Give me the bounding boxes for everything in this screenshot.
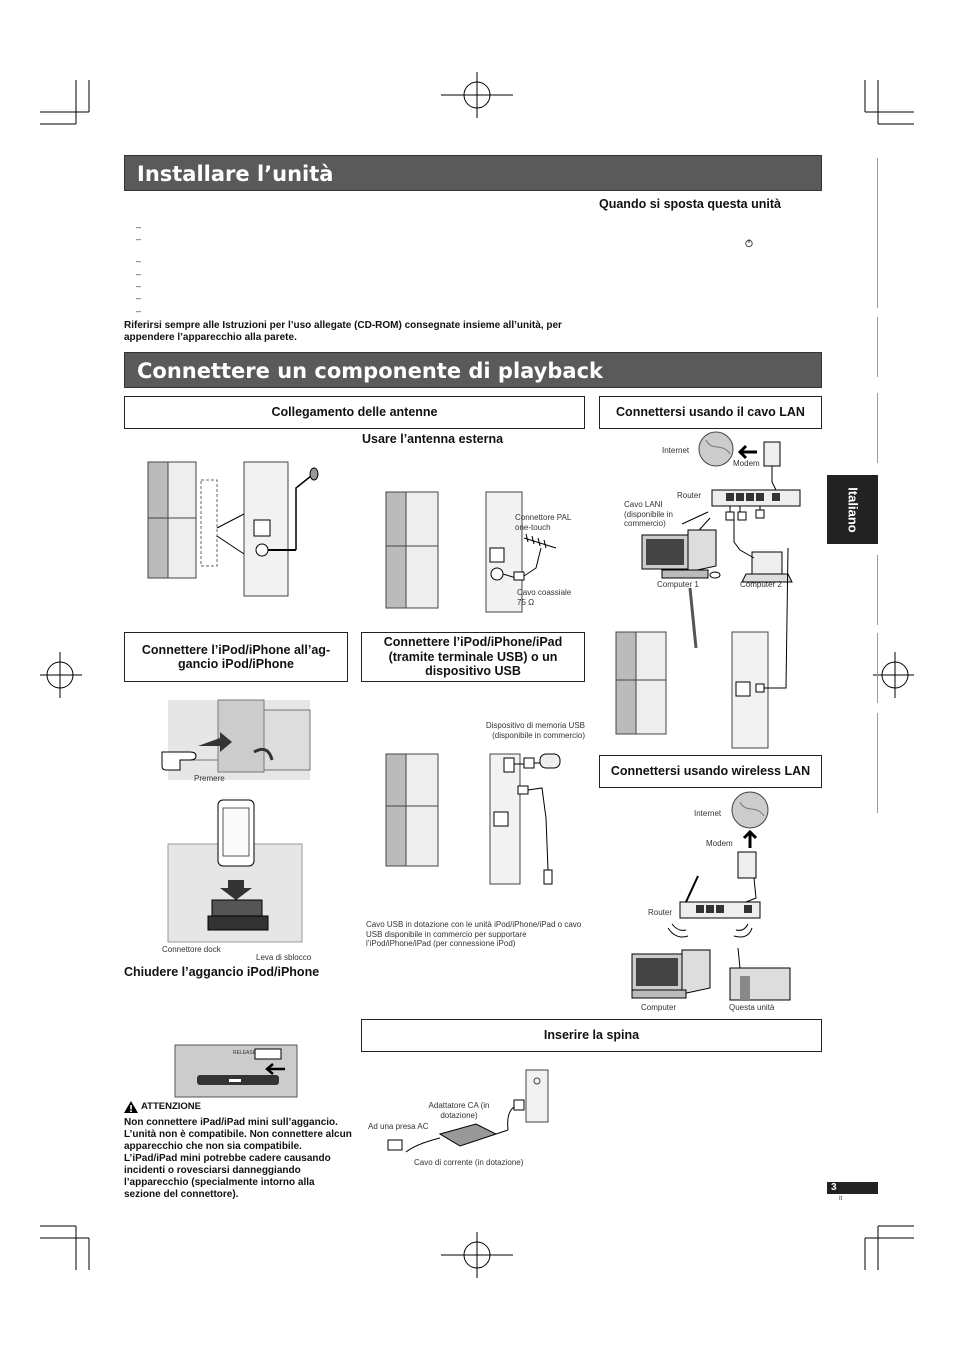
antenna-illustration — [147, 461, 319, 597]
ac-adapter-label: Adattatore CA (in dotazione) — [428, 1101, 490, 1120]
pal-antenna-illustration — [385, 491, 557, 613]
edge-line — [877, 158, 878, 308]
modem-label-wireless: Modem — [706, 839, 733, 848]
edge-line — [877, 633, 878, 703]
edge-line — [877, 393, 878, 463]
power-cord-label: Cavo di corrente (in dotazione) — [414, 1158, 524, 1167]
page-lang: It — [839, 1196, 843, 1202]
bullet: – — [136, 269, 142, 279]
internet-label-wireless: Internet — [694, 809, 722, 818]
lan-box: Connettersi usando il cavo LAN — [599, 396, 822, 429]
plug-box: Inserire la spina — [361, 1019, 822, 1052]
release-label: RELEASE — [233, 1050, 257, 1056]
dock-connector-label: Connettore dock — [162, 945, 221, 954]
edge-line — [877, 713, 878, 813]
bullet: – — [136, 281, 142, 291]
wireless-box: Connettersi usando wireless LAN — [599, 755, 822, 788]
press-label: Premere — [194, 774, 225, 783]
caution-text: Non connettere iPad/iPad mini sull’aggan… — [124, 1117, 352, 1200]
lan-cable-label: Cavo LANI (disponibile in commercio) — [624, 500, 673, 529]
power-illustration — [387, 1069, 549, 1153]
lan-diagram — [641, 431, 801, 583]
this-unit-label: Questa unità — [729, 1003, 775, 1012]
antenna-box: Collegamento delle antenne — [124, 396, 585, 429]
computer2-label: Computer 2 — [740, 580, 782, 589]
computer1-label: Computer 1 — [657, 580, 699, 589]
dock-phone-illustration — [167, 799, 303, 943]
bullet: – — [136, 256, 142, 266]
internet-label: Internet — [662, 446, 690, 455]
usb-box: Connettere l’iPod/iPhone/iPad (tramite t… — [361, 632, 585, 682]
external-antenna-heading: Usare l’antenna esterna — [362, 432, 504, 446]
hand-pointer-icon — [161, 751, 197, 771]
standby-icon — [745, 239, 753, 248]
pal-connector-label: Connettore PAL one-touch — [515, 513, 572, 532]
edge-line — [877, 555, 878, 625]
bullet: – — [136, 293, 142, 303]
bullet: – — [136, 222, 142, 232]
usb-illustration — [385, 753, 561, 885]
section-title-connect: Connettere un componente di playback — [124, 352, 822, 388]
modem-label: Modem — [733, 459, 760, 468]
bullet: – — [136, 306, 142, 316]
usb-memory-label: Dispositivo di memoria USB (disponibile … — [485, 721, 585, 740]
router-label: Router — [677, 491, 702, 500]
ipod-dock-box: Connettere l’iPod/iPhone all’ag-gancio i… — [124, 632, 348, 682]
coax-cable-label: Cavo coassiale 75 Ω — [517, 588, 572, 607]
moving-heading: Quando si sposta questa unità — [599, 197, 781, 211]
section-title-install: Installare l’unità — [124, 155, 822, 191]
ac-outlet-label: Ad una presa AC — [368, 1122, 429, 1131]
language-tab: Italiano — [827, 475, 878, 544]
wall-mount-note: Riferirsi sempre alle Istruzioni per l’u… — [124, 320, 562, 343]
router-label-wireless: Router — [648, 908, 673, 917]
edge-line — [877, 317, 878, 377]
press-dock-illustration — [168, 699, 311, 780]
page-number: 3 — [827, 1182, 878, 1194]
unit-lan-illustration — [615, 547, 789, 749]
release-lever-label: Leva di sblocco — [256, 953, 312, 962]
close-dock-heading: Chiudere l’aggancio iPod/iPhone — [124, 965, 320, 979]
computer-label: Computer — [641, 1003, 677, 1012]
usb-cable-label: Cavo USB in dotazione con le unità iPod/… — [366, 920, 582, 949]
wireless-diagram — [631, 791, 791, 1001]
release-slider-illustration — [174, 1044, 298, 1098]
bullet: – — [136, 234, 142, 244]
warning-icon — [124, 1101, 138, 1113]
language-tab-label: Italiano — [845, 486, 860, 533]
caution-title: ATTENZIONE — [141, 1101, 201, 1112]
